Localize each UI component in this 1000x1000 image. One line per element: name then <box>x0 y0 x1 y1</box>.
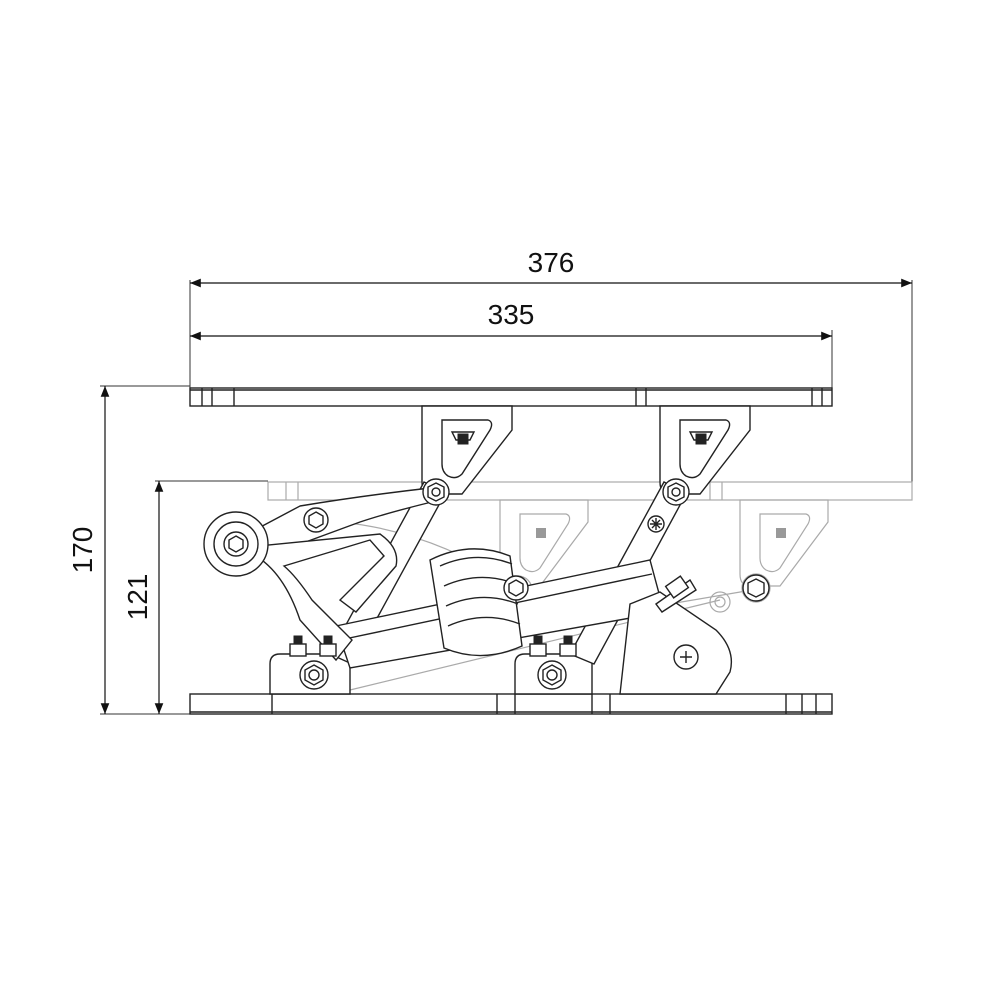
bottom-bracket-left <box>269 653 351 695</box>
ghost-bracket-left <box>499 499 589 587</box>
bottom-plate <box>189 693 833 715</box>
bottom-nuts <box>289 635 577 657</box>
dimension-335-label: 335 <box>488 299 535 330</box>
ghost-middle-plate <box>267 481 913 501</box>
ghost-bracket-right <box>739 499 829 587</box>
pivot-bolt-upper-right <box>662 478 690 506</box>
pivot-bolt-upper-left <box>422 478 450 506</box>
dimension-170-label: 170 <box>67 527 98 574</box>
dimension-170: 170 <box>67 385 190 715</box>
pivot-bolt-right <box>647 515 665 533</box>
dimension-376: 376 <box>189 247 913 482</box>
dimension-335: 335 <box>190 299 833 388</box>
dimension-121: 121 <box>122 480 268 714</box>
hydraulic-cylinder <box>335 548 733 695</box>
dimension-121-label: 121 <box>122 574 153 621</box>
dimension-376-label: 376 <box>528 247 575 278</box>
pivot-bolt-far-right <box>742 574 770 602</box>
pivot-bolt-center <box>503 575 529 601</box>
bottom-bracket-middle <box>514 653 593 695</box>
top-plate <box>189 387 833 407</box>
pivot-bolt-arm-top <box>303 507 329 533</box>
pump-housing <box>619 575 733 695</box>
cylinder-bellows <box>429 548 523 657</box>
roller-left <box>203 511 269 577</box>
